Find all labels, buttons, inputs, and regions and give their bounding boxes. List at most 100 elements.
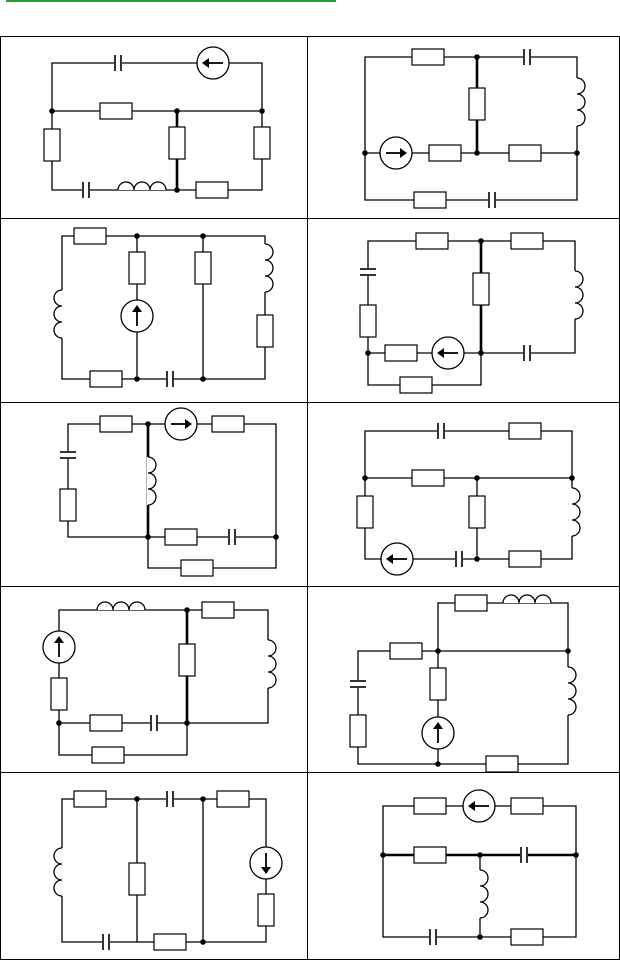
junction-node xyxy=(200,233,206,239)
junction-node xyxy=(477,934,483,940)
capacitor xyxy=(523,345,531,361)
current-source xyxy=(249,846,283,880)
wire xyxy=(367,240,576,386)
current-source xyxy=(120,299,154,333)
inductor xyxy=(53,289,63,339)
resistor xyxy=(415,232,449,250)
resistor xyxy=(128,251,146,285)
current-source xyxy=(380,542,414,576)
resistor xyxy=(508,422,542,440)
resistor xyxy=(454,594,488,612)
capacitor xyxy=(488,192,496,208)
junction-node xyxy=(573,852,579,858)
resistor xyxy=(429,667,447,701)
inductor xyxy=(96,601,146,611)
resistor xyxy=(73,227,107,245)
resistor xyxy=(99,102,133,120)
resistor xyxy=(349,714,367,748)
junction-node xyxy=(174,187,180,193)
junction-node xyxy=(574,150,580,156)
resistor xyxy=(89,714,123,732)
junction-node xyxy=(362,475,368,481)
capacitor xyxy=(166,791,174,807)
resistor xyxy=(399,376,433,394)
current-source xyxy=(421,716,455,750)
capacitor xyxy=(437,423,445,439)
junction-node xyxy=(474,54,480,60)
resistor xyxy=(89,370,123,388)
resistor xyxy=(59,488,77,522)
resistor xyxy=(211,415,245,433)
junction-node xyxy=(200,796,206,802)
capacitor xyxy=(360,268,376,276)
current-source xyxy=(379,136,413,170)
junction-node xyxy=(56,720,62,726)
wire xyxy=(357,602,569,765)
capacitor xyxy=(523,49,531,65)
junction-node xyxy=(474,475,480,481)
capacitor xyxy=(114,55,122,71)
capacitor xyxy=(228,529,236,545)
resistor xyxy=(468,87,486,121)
capacitor xyxy=(520,847,528,863)
resistor xyxy=(99,415,133,433)
resistor xyxy=(411,469,445,487)
resistor xyxy=(73,790,107,808)
junction-node xyxy=(478,350,484,356)
resistor xyxy=(472,272,490,306)
resistor xyxy=(50,677,68,711)
inductor xyxy=(53,847,63,897)
wire xyxy=(364,56,578,201)
wire xyxy=(67,423,277,538)
resistor xyxy=(510,797,544,815)
capacitor xyxy=(60,451,76,459)
resistor xyxy=(257,893,275,927)
inductor xyxy=(147,456,157,506)
resistor xyxy=(359,304,377,338)
junction-node xyxy=(362,150,368,156)
junction-node xyxy=(478,238,484,244)
resistor xyxy=(168,126,186,160)
wire xyxy=(51,62,263,191)
capacitor xyxy=(150,715,158,731)
junction-node xyxy=(49,108,55,114)
resistor xyxy=(508,550,542,568)
junction-node xyxy=(134,796,140,802)
resistor xyxy=(413,846,447,864)
inductor xyxy=(479,869,489,919)
resistor xyxy=(43,128,61,162)
inductor xyxy=(567,666,577,716)
grid-row-divider xyxy=(0,586,620,587)
resistor xyxy=(428,144,462,162)
inductor xyxy=(264,243,274,293)
current-source xyxy=(431,336,465,370)
resistor xyxy=(485,755,519,773)
junction-node xyxy=(477,852,483,858)
top-accent-rule xyxy=(6,0,336,2)
resistor xyxy=(128,862,146,896)
resistor xyxy=(356,495,374,529)
junction-node xyxy=(380,852,386,858)
junction-node xyxy=(174,108,180,114)
resistor xyxy=(508,144,542,162)
junction-node xyxy=(134,376,140,382)
resistor xyxy=(253,126,271,160)
junction-node xyxy=(145,534,151,540)
wire xyxy=(61,798,267,943)
grid-row-divider xyxy=(0,218,620,219)
current-source xyxy=(196,46,230,80)
resistor xyxy=(413,191,447,209)
resistor xyxy=(195,181,229,199)
wire xyxy=(61,235,266,380)
capacitor xyxy=(102,934,110,950)
inductor xyxy=(502,594,552,604)
junction-node xyxy=(184,720,190,726)
junction-node xyxy=(145,421,151,427)
junction-node xyxy=(565,648,571,654)
current-source xyxy=(462,789,496,823)
resistor xyxy=(510,232,544,250)
junction-node xyxy=(200,939,206,945)
resistor xyxy=(216,790,250,808)
resistor xyxy=(384,344,418,362)
